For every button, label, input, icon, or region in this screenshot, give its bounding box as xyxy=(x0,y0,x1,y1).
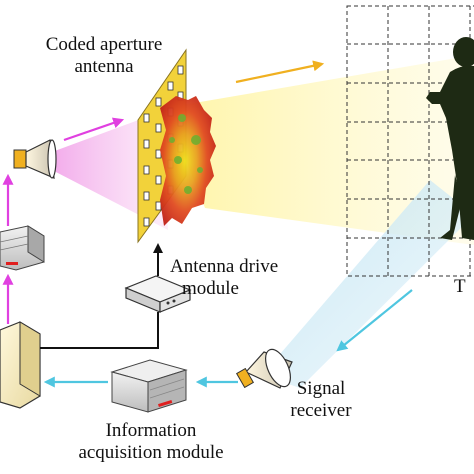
coded-aperture-label-line1: Coded aperture xyxy=(45,34,163,55)
router-icon xyxy=(124,275,192,313)
coded-aperture-label-line2: antenna xyxy=(74,56,134,77)
receive-arrows xyxy=(43,289,413,388)
signal-receiver-label-line1: Signal xyxy=(296,378,346,399)
control-cables xyxy=(40,243,163,349)
signal-receiver-label-line2: receiver xyxy=(290,400,352,421)
antenna-drive-label-line2: module xyxy=(182,278,239,299)
signal-receiver-label: Signal receiver xyxy=(276,378,366,422)
target-label-partial: T xyxy=(454,276,466,297)
coded-aperture-label: Coded aperture antenna xyxy=(40,34,168,78)
incident-arrow xyxy=(235,60,325,84)
info-acquisition-label-line2: acquisition module xyxy=(78,442,224,463)
radiation-speckle xyxy=(169,114,203,194)
transmit-horn-antenna-icon xyxy=(13,139,57,179)
radiation-pattern xyxy=(160,96,216,226)
transmit-arrows xyxy=(2,117,125,324)
info-acquisition-label: Information acquisition module xyxy=(56,420,246,464)
info-acquisition-label-line1: Information xyxy=(105,420,197,441)
receiver-horn-antenna-icon xyxy=(235,348,293,389)
server-icon xyxy=(110,359,188,413)
scatter-beam xyxy=(165,55,474,245)
control-terminal-cube-icon xyxy=(0,321,41,409)
human-silhouette-icon xyxy=(426,37,474,240)
return-beam xyxy=(262,180,474,388)
antenna-drive-label-line1: Antenna drive xyxy=(170,256,279,277)
antenna-drive-label: Antenna drive module xyxy=(170,256,292,300)
signal-source-server-icon xyxy=(0,225,45,271)
